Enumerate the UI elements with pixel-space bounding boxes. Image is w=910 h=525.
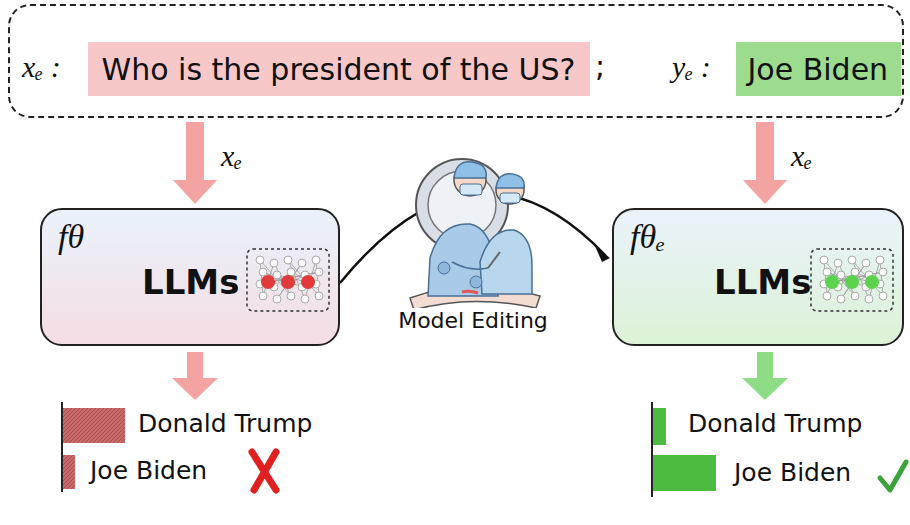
surgeon-illustration: [410, 159, 540, 310]
model-name: LLMs: [714, 262, 811, 302]
option-label: Donald Trump: [138, 409, 312, 438]
option-label: Donald Trump: [688, 409, 862, 438]
model-box: fθLLMs: [40, 208, 340, 346]
separator: ;: [595, 48, 605, 83]
option-label: Joe Biden: [734, 458, 851, 487]
network-icon: [246, 248, 330, 312]
input-label: xₑ: [791, 139, 812, 173]
answer-text: Joe Biden: [748, 52, 889, 87]
input-label: xₑ: [221, 139, 242, 173]
model-symbol: fθₑ: [630, 218, 665, 256]
network-icon: [810, 248, 894, 312]
option-label: Joe Biden: [90, 456, 207, 485]
variable-label: xₑ :: [22, 50, 61, 84]
input-box: xₑ :; yₑ : Who is the president of the US?…: [8, 4, 904, 118]
answer-highlight: Joe Biden: [736, 42, 901, 96]
question-highlight: Who is the president of the US?: [88, 42, 590, 96]
bar-chart: [652, 402, 906, 497]
connector: [173, 122, 217, 204]
model-name: LLMs: [142, 262, 239, 302]
output-arrow: [172, 352, 218, 400]
model-symbol: fθ: [58, 218, 84, 256]
edited-model-box: fθₑLLMs: [612, 208, 904, 346]
variable-label: yₑ :: [672, 50, 711, 84]
edge-label: Model Editing: [398, 308, 548, 333]
output-arrow: [742, 352, 788, 400]
question-text: Who is the president of the US?: [102, 52, 576, 87]
connector: [743, 122, 787, 204]
